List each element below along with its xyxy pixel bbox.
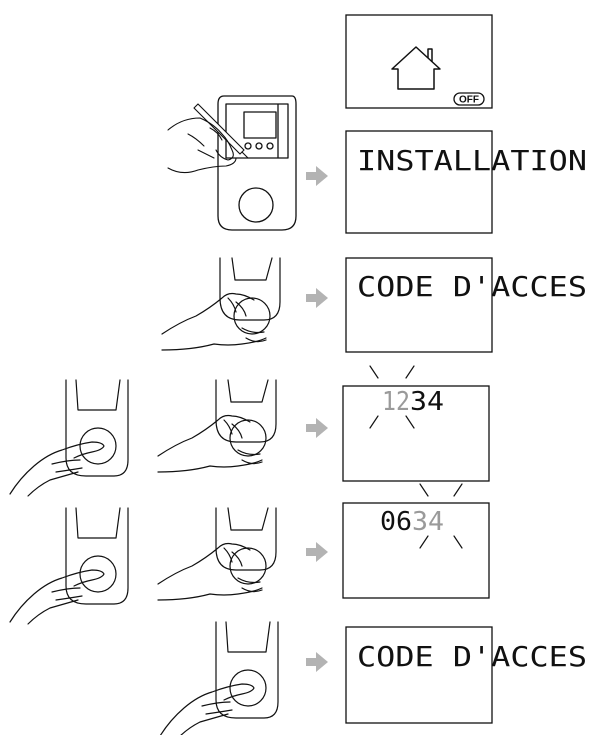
step-4: 12 34 (9, 365, 490, 497)
knob-turn-hand-icon (157, 507, 277, 601)
button-press-hand-icon (9, 507, 129, 625)
thermostat-device (217, 95, 297, 231)
knob-turn-hand-icon (157, 379, 277, 473)
lcd-screen (345, 14, 493, 109)
lcd-screen (345, 257, 493, 353)
lcd-digits-blinking: 12 (382, 387, 410, 417)
button-press-hand-icon (9, 379, 129, 497)
step-6: CODE D'ACCES (159, 621, 587, 735)
knob-turn-hand-icon (161, 257, 281, 351)
arrow-right-icon (306, 542, 328, 562)
blink-rays (419, 483, 463, 549)
lcd-digits: 06 (380, 507, 412, 537)
arrow-right-icon (306, 288, 328, 308)
blink-rays (369, 365, 415, 429)
lcd-screen (345, 130, 493, 234)
lcd-text: CODE D'ACCES (357, 640, 587, 673)
arrow-right-icon (306, 418, 328, 438)
off-badge-label: OFF (459, 95, 479, 106)
lcd-text: INSTALLATION (357, 144, 587, 177)
lcd-digits-blinking: 34 (412, 507, 444, 537)
step-2: INSTALLATION (167, 95, 587, 234)
arrow-right-icon (306, 166, 328, 186)
lcd-screen (342, 385, 490, 482)
step-1: OFF (345, 14, 493, 109)
house-icon (391, 46, 441, 90)
step-5: 06 34 (9, 483, 490, 625)
button-press-hand-icon (159, 621, 279, 735)
lcd-screen (342, 502, 490, 599)
lcd-text: CODE D'ACCES (357, 270, 587, 303)
lcd-screen (345, 626, 493, 724)
lcd-digits: 34 (410, 387, 444, 417)
arrow-right-icon (306, 652, 328, 672)
step-3: CODE D'ACCES (161, 257, 587, 353)
stylus-hand (167, 103, 249, 174)
off-badge: OFF (453, 92, 485, 106)
